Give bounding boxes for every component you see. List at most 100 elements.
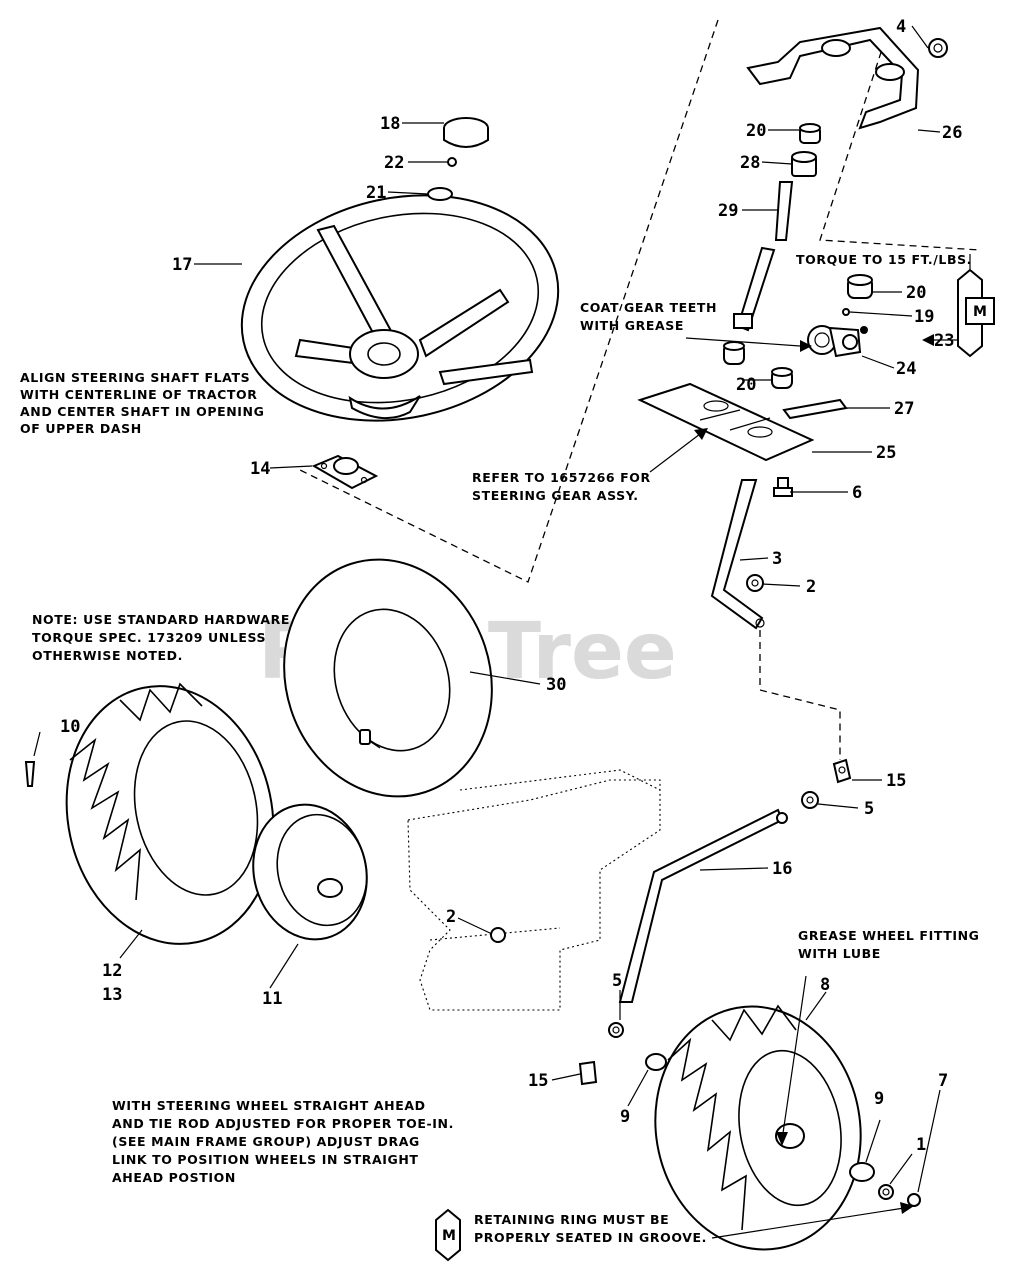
nut-2-top (746, 574, 764, 592)
callout-18: 18 (380, 114, 400, 134)
note-align-line-1: ALIGN STEERING SHAFT FLATS (20, 370, 250, 385)
gear-24 (807, 325, 862, 358)
callout-9-left: 9 (620, 1107, 630, 1127)
note-straight-line-4: LINK TO POSITION WHEELS IN STRAIGHT (112, 1152, 419, 1167)
note-hardware-line-3: OTHERWISE NOTED. (32, 648, 183, 663)
callout-5-low: 5 (612, 971, 622, 991)
m-label-bottom: M (442, 1228, 456, 1244)
steering-wheel-17 (240, 194, 560, 422)
m-label-top: M (973, 304, 987, 320)
m-marker-top: M (957, 268, 995, 358)
callout-12: 12 (102, 961, 122, 981)
callout-23: 23 (934, 331, 954, 351)
cap-18 (443, 117, 489, 148)
tire-8 (654, 1004, 862, 1251)
note-align: ALIGN STEERING SHAFT FLATS WITH CENTERLI… (20, 370, 264, 436)
note-align-line-2: WITH CENTERLINE OF TRACTOR (20, 387, 258, 402)
callout-24: 24 (896, 359, 916, 379)
note-hardware-line-1: NOTE: USE STANDARD HARDWARE (32, 612, 290, 627)
drag-link-3 (710, 479, 765, 630)
callout-17: 17 (172, 255, 192, 275)
note-align-line-4: OF UPPER DASH (20, 421, 142, 436)
washer-21 (427, 187, 453, 201)
callout-16: 16 (772, 859, 792, 879)
fitting-10 (24, 761, 36, 787)
note-retain-line-2: PROPERLY SEATED IN GROOVE. (474, 1230, 707, 1245)
drag-link-centerline (759, 630, 841, 760)
note-coat: COAT GEAR TEETH WITH GREASE (580, 300, 717, 333)
note-grease-line-1: GREASE WHEEL FITTING (798, 928, 980, 943)
fitting-15-top (832, 758, 852, 784)
callout-22: 22 (384, 153, 404, 173)
note-straight-line-5: AHEAD POSTION (112, 1170, 236, 1185)
note-refer-line-2: STEERING GEAR ASSY. (472, 488, 639, 503)
shaft-centerline (299, 19, 719, 583)
nut-23 (860, 326, 868, 334)
bushing-9-left (645, 1053, 667, 1071)
note-straight-line-3: (SEE MAIN FRAME GROUP) ADJUST DRAG (112, 1134, 420, 1149)
callout-29: 29 (718, 201, 738, 221)
bearing-14 (311, 454, 379, 490)
bolt-6 (773, 477, 793, 497)
callout-2-low: 2 (446, 907, 456, 927)
bushing-20-low-a (723, 341, 745, 365)
washer-22 (447, 157, 457, 167)
nut-4 (928, 38, 948, 58)
bracket-27 (782, 398, 848, 420)
callout-10: 10 (60, 717, 80, 737)
note-coat-line-1: COAT GEAR TEETH (580, 300, 717, 315)
tie-rod-16 (618, 808, 788, 1003)
note-grease-line-2: WITH LUBE (798, 946, 881, 961)
fitting-15-low (578, 1060, 598, 1086)
callout-6: 6 (852, 483, 862, 503)
bushing-20-mid (847, 274, 873, 299)
callout-28: 28 (740, 153, 760, 173)
callout-15-top: 15 (886, 771, 906, 791)
note-grease: GREASE WHEEL FITTING WITH LUBE (798, 928, 980, 961)
washer-1 (878, 1184, 894, 1200)
callout-5-top: 5 (864, 799, 874, 819)
callout-27: 27 (894, 399, 914, 419)
callout-11: 11 (262, 989, 282, 1009)
steering-shaft (733, 246, 776, 332)
note-retain-line-1: RETAINING RING MUST BE (474, 1212, 669, 1227)
bushing-20-top (799, 123, 821, 144)
callout-26: 26 (942, 123, 962, 143)
note-refer: REFER TO 1657266 FOR STEERING GEAR ASSY. (472, 470, 651, 503)
bushing-28 (791, 151, 817, 177)
upper-bracket (746, 26, 920, 130)
shaft-29 (774, 181, 794, 241)
ring-7 (907, 1193, 921, 1207)
nut-5-top (801, 791, 819, 809)
callout-7: 7 (938, 1071, 948, 1091)
front-axle-frame (407, 769, 661, 1011)
callout-2-top: 2 (806, 577, 816, 597)
callout-20-low: 20 (736, 375, 756, 395)
callout-13: 13 (102, 985, 122, 1005)
m-marker-bottom: M (435, 1208, 461, 1262)
callout-9-right: 9 (874, 1089, 884, 1109)
note-hardware-line-2: TORQUE SPEC. 173209 UNLESS (32, 630, 266, 645)
note-straight-line-1: WITH STEERING WHEEL STRAIGHT AHEAD (112, 1098, 426, 1113)
callout-8: 8 (820, 975, 830, 995)
callout-20-top: 20 (746, 121, 766, 141)
callout-3: 3 (772, 549, 782, 569)
callout-19: 19 (914, 307, 934, 327)
bushing-9-right (849, 1162, 875, 1182)
washer-19 (842, 308, 850, 316)
bushing-20-low-b (771, 367, 793, 389)
callout-25: 25 (876, 443, 896, 463)
callout-15-low: 15 (528, 1071, 548, 1091)
callout-1: 1 (916, 1135, 926, 1155)
callouts: 4 26 18 22 21 20 28 29 17 20 19 23 24 20… (60, 17, 962, 1155)
gear-plate-25 (637, 382, 815, 462)
note-refer-line-1: REFER TO 1657266 FOR (472, 470, 651, 485)
note-torque: TORQUE TO 15 FT./LBS. (796, 252, 972, 267)
note-coat-line-2: WITH GREASE (580, 318, 684, 333)
note-hardware: NOTE: USE STANDARD HARDWARE TORQUE SPEC.… (32, 612, 290, 663)
callout-4: 4 (896, 17, 906, 37)
rim-11 (252, 803, 368, 941)
note-align-line-3: AND CENTER SHAFT IN OPENING (20, 404, 264, 419)
